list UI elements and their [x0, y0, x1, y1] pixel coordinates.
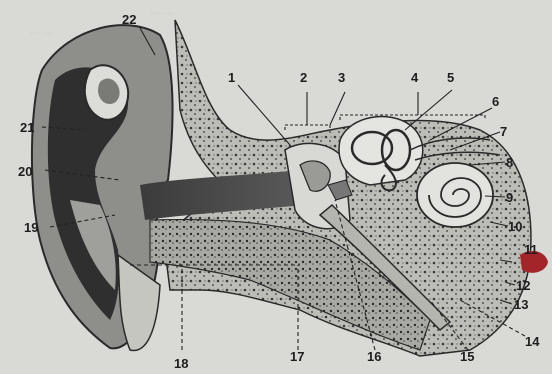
label-8: 8	[506, 155, 513, 170]
label-18: 18	[174, 356, 188, 371]
label-2: 2	[300, 70, 307, 85]
label-9: 9	[506, 190, 513, 205]
label-20: 20	[18, 164, 32, 179]
bleed-text-line-1: ... ...	[150, 3, 173, 17]
label-1: 1	[228, 70, 235, 85]
label-10: 10	[508, 219, 522, 234]
label-19: 19	[24, 220, 38, 235]
label-5: 5	[447, 70, 454, 85]
label-4: 4	[411, 70, 419, 85]
bleed-text-line-2: ... ...	[30, 23, 53, 37]
label-13: 13	[514, 297, 528, 312]
label-3: 3	[338, 70, 345, 85]
label-22: 22	[122, 12, 136, 27]
label-16: 16	[367, 349, 381, 364]
label-11: 11	[524, 242, 538, 257]
label-15: 15	[460, 349, 474, 364]
label-14: 14	[525, 334, 540, 349]
label-21: 21	[20, 120, 34, 135]
label-7: 7	[500, 124, 507, 139]
label-6: 6	[492, 94, 499, 109]
label-12: 12	[516, 278, 530, 293]
label-17: 17	[290, 349, 304, 364]
